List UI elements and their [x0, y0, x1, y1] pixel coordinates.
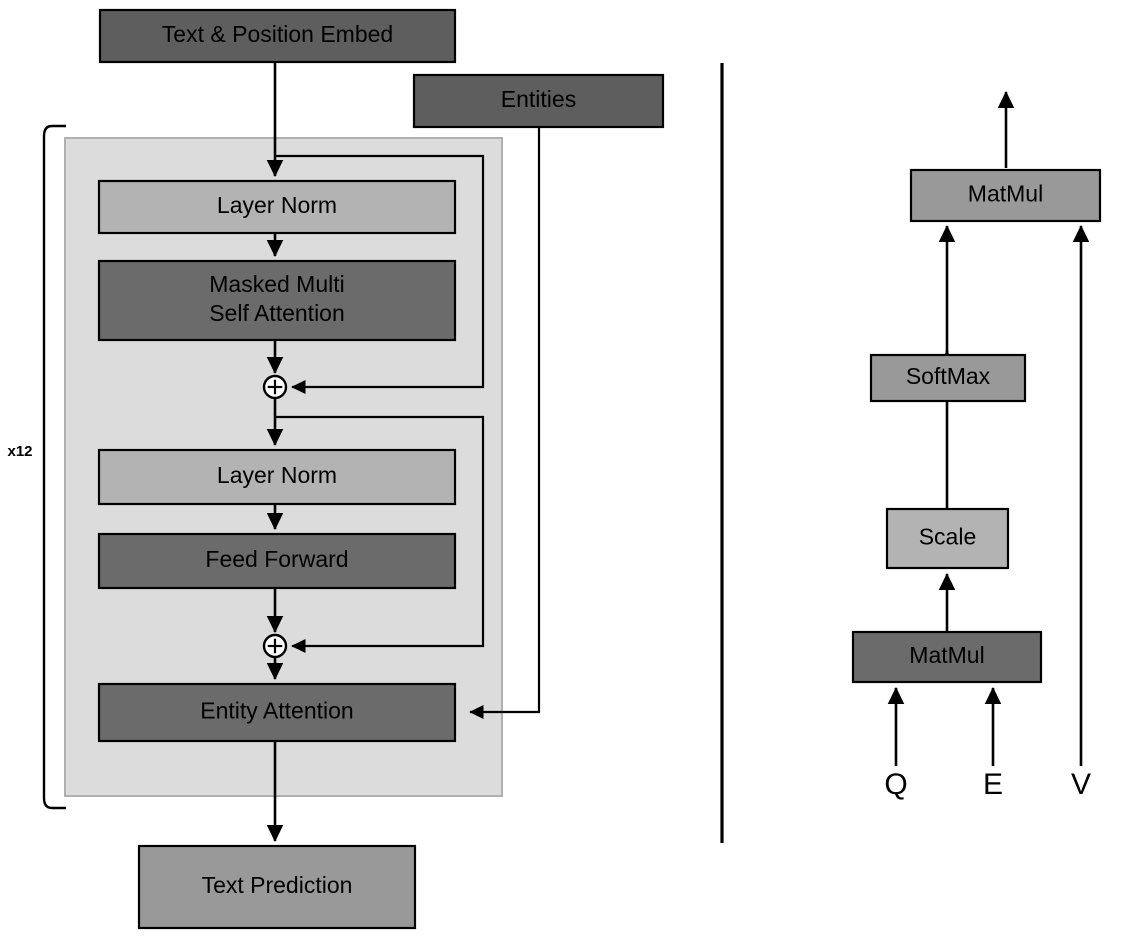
entities-label: Entities: [501, 86, 576, 112]
input-v-label: V: [1071, 768, 1091, 801]
node-softmax[interactable]: SoftMax: [869, 353, 1027, 403]
residual-adders: [262, 374, 288, 659]
entity-attention-rect[interactable]: [97, 682, 457, 743]
node-entities[interactable]: Entities: [412, 73, 665, 129]
node-layer-norm-1[interactable]: Layer Norm: [97, 179, 457, 235]
entities-rect[interactable]: [412, 73, 665, 129]
text-prediction-rect[interactable]: [137, 844, 417, 930]
softmax-rect[interactable]: [869, 353, 1027, 403]
layer-norm-2-rect[interactable]: [97, 448, 457, 506]
node-scale[interactable]: Scale: [885, 507, 1010, 570]
node-entity-attention[interactable]: Entity Attention: [97, 682, 457, 743]
node-feed-forward[interactable]: Feed Forward: [97, 532, 457, 590]
layer-norm-1-label: Layer Norm: [217, 192, 337, 218]
edge-entities-to-entity-attention: [469, 127, 541, 720]
node-layer-norm-2[interactable]: Layer Norm: [97, 448, 457, 506]
node-text-prediction[interactable]: Text Prediction: [137, 844, 417, 930]
feed-forward-rect[interactable]: [97, 532, 457, 590]
text-prediction-label: Text Prediction: [202, 872, 353, 898]
input-q-label: Q: [884, 768, 907, 801]
edge-skip-connection-2: [275, 415, 485, 654]
scale-label: Scale: [919, 524, 977, 550]
text-position-embed-label: Text & Position Embed: [162, 21, 393, 47]
plus-icon-residual-add-1: [262, 374, 288, 400]
node-matmul-bottom[interactable]: MatMul: [851, 630, 1043, 684]
scale-rect[interactable]: [885, 507, 1010, 570]
input-e-label: E: [983, 768, 1003, 801]
edge-skip-connection-1: [275, 154, 485, 395]
matmul-bottom-rect[interactable]: [851, 630, 1043, 684]
node-matmul-top[interactable]: MatMul: [909, 168, 1102, 223]
matmul-bottom-label: MatMul: [909, 642, 984, 668]
layer-norm-1-rect[interactable]: [97, 179, 457, 235]
softmax-label: SoftMax: [906, 363, 991, 389]
plus-icon-residual-add-2: [262, 633, 288, 659]
entity-attention-label: Entity Attention: [200, 698, 353, 724]
text-position-embed-rect[interactable]: [98, 8, 457, 64]
matmul-top-rect[interactable]: [909, 168, 1102, 223]
repeat-count-label: x12: [7, 443, 32, 460]
layer-norm-2-label: Layer Norm: [217, 462, 337, 488]
node-text-position-embed[interactable]: Text & Position Embed: [98, 8, 457, 64]
masked-multi-self-attention-rect[interactable]: [97, 259, 457, 342]
feed-forward-label: Feed Forward: [205, 546, 348, 572]
repeat-bracket: [42, 124, 66, 810]
matmul-top-label: MatMul: [968, 181, 1043, 207]
